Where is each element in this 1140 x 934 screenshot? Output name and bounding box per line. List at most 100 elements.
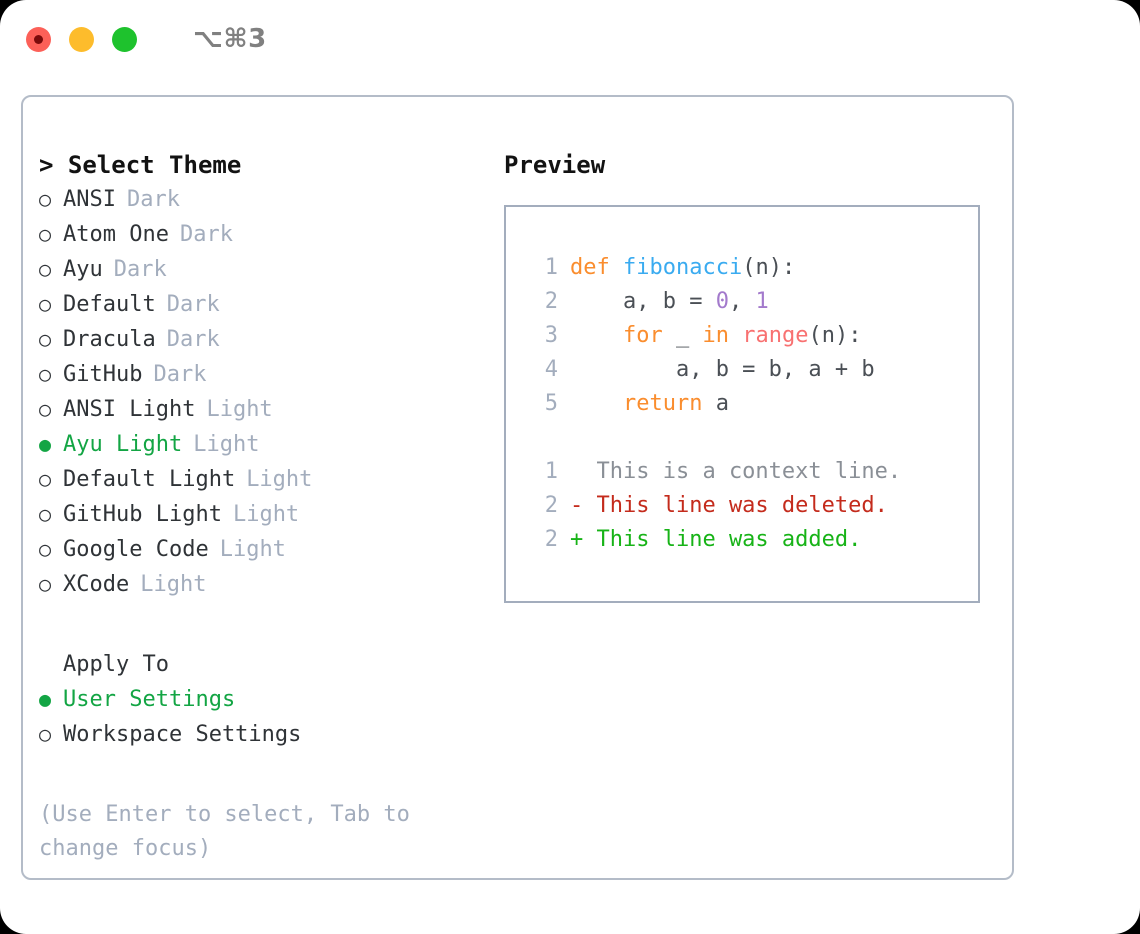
line-number: 5 xyxy=(544,391,558,416)
theme-variant-tag: Light xyxy=(140,572,207,597)
radio-selected-icon: ● xyxy=(39,432,52,456)
theme-option-label: Default xyxy=(63,292,156,317)
theme-variant-tag: Light xyxy=(232,502,300,527)
radio-unselected-icon: ○ xyxy=(39,257,52,281)
theme-option-default[interactable]: ○ Default Dark xyxy=(39,287,485,322)
radio-unselected-icon: ○ xyxy=(39,187,52,211)
token-plain: a, b = xyxy=(570,289,716,314)
radio-unselected-icon: ○ xyxy=(39,572,52,596)
radio-selected-icon: ● xyxy=(39,687,52,711)
apply-to-option-list[interactable]: ● User Settings ○ Workspace Settings xyxy=(39,682,485,752)
theme-option-ansi[interactable]: ○ ANSI Dark xyxy=(39,182,485,217)
radio-unselected-icon: ○ xyxy=(39,222,52,246)
diff-text: + This line was added. xyxy=(570,527,862,552)
code-line: 4 a, b = b, a + b xyxy=(526,353,978,387)
code-text: for _ in range(n): xyxy=(570,319,861,353)
token-plain: (n): xyxy=(742,255,796,280)
apply-option-workspace-settings[interactable]: ○ Workspace Settings xyxy=(39,717,485,752)
diff-line-del: 2- This line was deleted. xyxy=(526,489,978,523)
line-number: 1 xyxy=(544,459,558,484)
token-plain xyxy=(570,323,623,348)
token-kw: return xyxy=(622,391,703,416)
theme-option-label: XCode xyxy=(63,572,130,597)
select-theme-heading: > Select Theme xyxy=(39,151,242,179)
line-number: 2 xyxy=(544,493,558,518)
diff-text: This is a context line. xyxy=(570,459,902,484)
theme-variant-tag: Dark xyxy=(166,327,220,352)
code-text: a, b = b, a + b xyxy=(570,353,875,387)
theme-option-ansi-light[interactable]: ○ ANSI Light Light xyxy=(39,392,485,427)
keyboard-hint-text: (Use Enter to select, Tab to change focu… xyxy=(39,802,424,861)
apply-option-user-settings[interactable]: ● User Settings xyxy=(39,682,485,717)
radio-unselected-icon: ○ xyxy=(39,502,52,526)
code-text: a, b = 0, 1 xyxy=(570,285,769,319)
theme-variant-tag: Dark xyxy=(153,362,207,387)
theme-option-label: Google Code xyxy=(63,537,209,562)
theme-variant-tag: Light xyxy=(206,397,273,422)
theme-option-label: GitHub xyxy=(63,362,143,387)
diff-line-add: 2 + This line was added. xyxy=(526,523,978,557)
radio-unselected-icon: ○ xyxy=(39,722,52,746)
line-number: 1 xyxy=(544,255,558,280)
code-diff-separator xyxy=(526,421,978,455)
radio-unselected-icon: ○ xyxy=(39,362,52,386)
theme-variant-tag: Dark xyxy=(179,222,233,247)
theme-option-default-light[interactable]: ○ Default Light Light xyxy=(39,462,485,497)
token-plain: _ xyxy=(662,323,703,348)
theme-option-label: ANSI xyxy=(63,187,116,212)
section-spacer xyxy=(39,602,485,648)
theme-option-label: ANSI Light xyxy=(63,397,196,422)
theme-option-atom-one[interactable]: ○ Atom One Dark xyxy=(39,217,485,252)
radio-unselected-icon: ○ xyxy=(39,537,52,561)
close-button[interactable] xyxy=(26,26,51,52)
line-number: 2 xyxy=(544,289,558,314)
token-plain xyxy=(570,391,623,416)
theme-variant-tag: Dark xyxy=(166,292,220,317)
maximize-button[interactable] xyxy=(112,26,137,52)
radio-unselected-icon: ○ xyxy=(39,327,52,351)
window-controls xyxy=(26,26,137,52)
token-fn: fibonacci xyxy=(622,255,743,280)
keyboard-shortcut-label: ⌥⌘3 xyxy=(193,24,267,54)
title-bar: ⌥⌘3 xyxy=(0,0,1140,78)
theme-variant-tag: Light xyxy=(246,467,313,492)
apply-option-label: Workspace Settings xyxy=(63,722,302,747)
radio-unselected-icon: ○ xyxy=(39,467,52,491)
token-kw: in xyxy=(702,323,729,348)
line-number: 2 xyxy=(544,527,558,552)
line-number: 3 xyxy=(544,323,558,348)
theme-variant-tag: Dark xyxy=(126,187,180,212)
apply-option-label: User Settings xyxy=(63,687,236,712)
token-kw: def xyxy=(570,255,623,280)
radio-unselected-icon: ○ xyxy=(39,292,52,316)
minimize-button[interactable] xyxy=(69,26,94,52)
theme-option-xcode[interactable]: ○ XCode Light xyxy=(39,567,485,602)
line-number: 4 xyxy=(544,357,558,382)
preview-heading: Preview xyxy=(504,151,606,179)
token-call: range xyxy=(742,323,809,348)
code-line: 3 for _ in range(n): xyxy=(526,319,978,353)
theme-option-github[interactable]: ○ GitHub Dark xyxy=(39,357,485,392)
token-plain: , xyxy=(728,289,756,314)
token-kw: for xyxy=(622,323,663,348)
theme-option-label: Ayu Light xyxy=(63,432,183,457)
radio-unselected-icon: ○ xyxy=(39,397,52,421)
diff-sample: 1 This is a context line. 2- This line wa… xyxy=(526,455,978,557)
theme-option-label: Atom One xyxy=(63,222,169,247)
code-line: 2 a, b = 0, 1 xyxy=(526,285,978,319)
token-plain xyxy=(729,323,742,348)
theme-option-label: Default Light xyxy=(63,467,236,492)
code-text: def fibonacci(n): xyxy=(570,251,795,285)
theme-variant-tag: Dark xyxy=(113,257,167,282)
code-line: 1 def fibonacci(n): xyxy=(526,251,978,285)
